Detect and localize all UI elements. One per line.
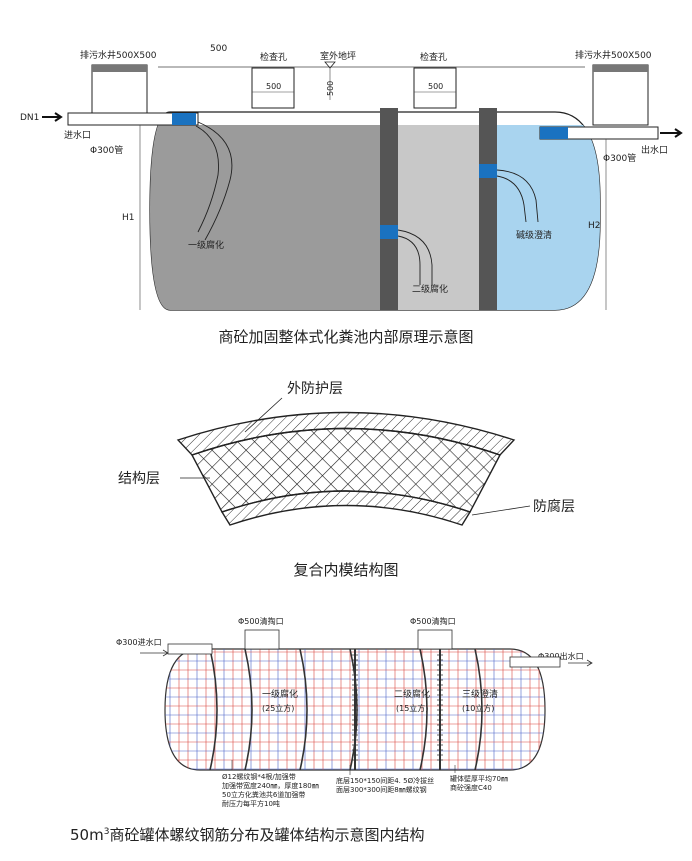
left-well-label: 排污水井500X500	[80, 49, 157, 61]
flow-curve-3	[496, 169, 539, 223]
manhole-left	[244, 629, 280, 650]
outlet-label: 出水口	[641, 144, 668, 156]
anticorrosion-layer	[220, 490, 472, 526]
outer-layer-label: 外防护层	[287, 381, 343, 397]
inlet-arrow-icon-3	[140, 649, 169, 657]
stage2-label: 二级腐化	[412, 283, 448, 295]
right-well-cap	[593, 65, 648, 72]
inlet-arrow-icon	[42, 112, 63, 122]
stage1-label-3: 一级腐化	[262, 688, 298, 700]
diagram1-caption: 商砼加固整体式化粪池内部原理示意图	[218, 328, 473, 346]
reinforcement-band	[299, 649, 308, 770]
rebar-grid	[165, 649, 545, 770]
note3-line1: 罐体壁厚平均70㎜	[450, 774, 508, 783]
inspect-right-label: 检查孔	[420, 51, 447, 63]
left-well	[91, 64, 148, 114]
partition1-opening	[380, 225, 398, 239]
partition-wall-2	[479, 108, 497, 310]
h2-label: H2	[588, 221, 601, 231]
septic-tank-principle-diagram: 排污水井500X500 排污水井500X500 500 检查孔 检查孔 室外地坪…	[20, 44, 683, 346]
right-well-label: 排污水井500X500	[575, 49, 652, 61]
caption3-prefix: 50m	[70, 826, 104, 844]
top-dimension-label: 500	[210, 44, 227, 54]
inlet-label: 进水口	[64, 129, 91, 141]
inspection-riser-left	[251, 67, 295, 109]
structure-layer-label: 结构层	[118, 471, 160, 487]
note1-line3: 50立方化粪池共6道加强带	[222, 790, 305, 799]
note1-line1: Ø12螺纹钢*4根/加强带	[222, 772, 296, 781]
stage3-label-3: 三级澄清	[462, 688, 498, 700]
anticorrosion-layer-label: 防腐层	[533, 498, 575, 515]
inspect-right-dim: 500	[428, 82, 443, 91]
ground-marker-icon	[324, 61, 336, 69]
inspect-left-label: 检查孔	[260, 51, 287, 63]
reinforcement-band	[419, 649, 428, 770]
inlet-pipe-fitting	[172, 113, 196, 125]
composite-mold-structure-diagram: 外防护层 结构层 防腐层 复合内模结构图	[118, 381, 575, 579]
reinforcement-band	[244, 649, 253, 770]
outlet-arrow-icon	[660, 128, 683, 138]
diagram3-caption: 50m3商砼罐体螺纹钢筋分布及罐体结构示意图内结构	[70, 826, 424, 844]
outlet-pipe-fitting	[540, 127, 568, 139]
reinforcement-band	[474, 649, 483, 770]
h1-label: H1	[122, 213, 135, 223]
caption3-superscript: 3	[104, 827, 110, 837]
right-well	[592, 64, 649, 126]
left-well-cap	[92, 65, 147, 72]
note2-line2: 面层300*300间距8㎜螺纹钢	[336, 785, 427, 794]
stage1-label: 一级腐化	[188, 239, 224, 251]
manhole-right-label: Φ500清掏口	[410, 616, 456, 626]
inlet-pipe-3	[167, 643, 213, 655]
rebar-distribution-diagram: Φ500清掏口 Φ500清掏口 Φ300进水口 Φ300出水口 一级腐化 (25…	[70, 616, 593, 844]
manhole-right	[417, 629, 453, 650]
note2-line1: 底层150*150间距4. 5Ø冷拔丝	[336, 776, 434, 785]
partition2-opening	[479, 164, 497, 178]
outlet-pipe-3	[509, 656, 561, 668]
outlet-arrow-icon-3	[568, 659, 593, 667]
pipe-right-label: Φ300管	[603, 152, 636, 164]
inspection-riser-right	[413, 67, 457, 109]
stage2-volume: (15立方)	[396, 703, 428, 713]
flow-curve-2	[397, 229, 433, 285]
note3-line2: 商砼强度C40	[450, 783, 492, 792]
chamber3-liquid	[485, 125, 600, 310]
manhole-left-label: Φ500清掏口	[238, 616, 284, 626]
note1-line4: 耐压力每平方10吨	[222, 799, 280, 808]
chamber2-liquid	[385, 125, 485, 310]
stage1-volume: (25立方)	[262, 703, 294, 713]
stage3-volume: (10立方)	[462, 703, 494, 713]
stage2-label-3: 二级腐化	[394, 688, 430, 700]
flow-curve-1	[197, 121, 233, 241]
pipe-left-label: Φ300管	[90, 144, 123, 156]
inlet-pipe	[67, 112, 199, 126]
caption3-rest: 商砼罐体螺纹钢筋分布及罐体结构示意图内结构	[109, 826, 424, 844]
inlet-label-3: Φ300进水口	[116, 637, 162, 647]
dn-label: DN1	[20, 113, 39, 123]
reinforcement-band	[209, 649, 218, 770]
diagram2-caption: 复合内模结构图	[293, 561, 398, 579]
note1-line2: 加强带宽度240㎜，厚度180㎜	[222, 781, 319, 790]
chamber1-liquid	[150, 125, 385, 310]
stage3-label: 碱级澄清	[516, 229, 552, 241]
ground-label: 室外地坪	[320, 50, 356, 62]
vertical-dimension-label: 500	[326, 81, 335, 96]
inspect-left-dim: 500	[266, 82, 281, 91]
partition-wall-1	[380, 108, 398, 310]
outlet-label-3: Φ300出水口	[538, 651, 584, 661]
